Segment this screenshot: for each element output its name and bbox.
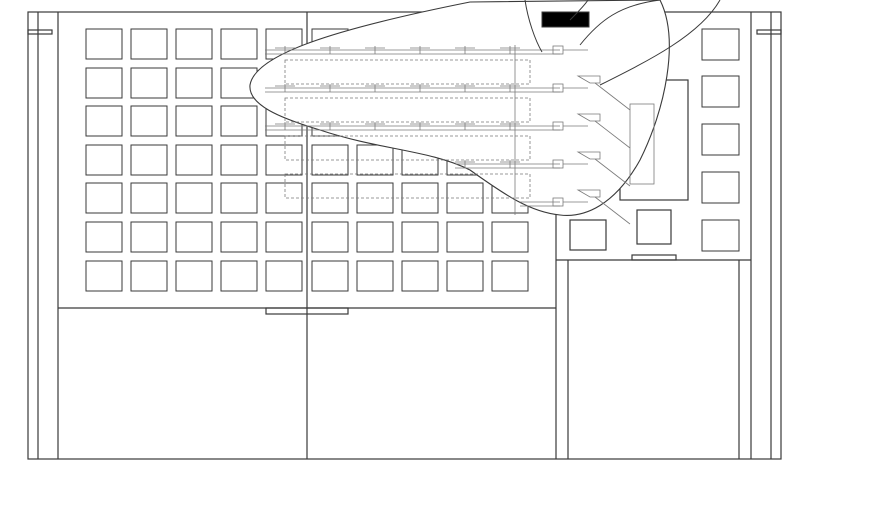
grid-square (130, 67, 168, 99)
grid-square (85, 67, 123, 99)
grid-square (175, 105, 213, 137)
handle (631, 254, 677, 261)
grid-square (130, 260, 168, 292)
grid-square (220, 28, 258, 60)
bracket (576, 189, 601, 198)
grid-square (446, 260, 484, 292)
grid-square (265, 221, 303, 253)
right-pillar-cap (756, 29, 782, 35)
grid-square (265, 260, 303, 292)
right-column-square (701, 219, 740, 252)
grid-square (220, 105, 258, 137)
diagonal-pipe (594, 82, 631, 111)
grid-square (220, 221, 258, 253)
bracket (576, 113, 601, 122)
right-column-square (701, 28, 740, 61)
grid-square (85, 260, 123, 292)
bracket (576, 151, 601, 160)
grid-square (175, 260, 213, 292)
leader-lines (524, 0, 721, 86)
grid-square (130, 105, 168, 137)
grid-square (175, 144, 213, 176)
right-column-square (701, 123, 740, 156)
grid-square (130, 221, 168, 253)
grid-square (130, 182, 168, 214)
diagonal-pipe (594, 158, 631, 187)
grid-square (175, 182, 213, 214)
handle (265, 307, 349, 315)
grid-square (491, 260, 529, 292)
grid-square (220, 182, 258, 214)
grid-square (446, 221, 484, 253)
equipment-box (629, 103, 655, 185)
grid-square (356, 221, 394, 253)
grid-square (175, 67, 213, 99)
grid-square (401, 260, 439, 292)
dashed-zone (284, 59, 531, 85)
right-small-square (636, 209, 672, 245)
leader-line (569, 0, 589, 21)
outer-outline (27, 11, 782, 460)
grid-square (220, 260, 258, 292)
detail-callout-cloud (249, 0, 721, 225)
pipe-detail (265, 45, 655, 225)
leader-line (599, 0, 721, 86)
grid-square (356, 260, 394, 292)
grid-square (311, 221, 349, 253)
grid-square (175, 221, 213, 253)
left-pillar-cap (27, 29, 53, 35)
grid-square (130, 28, 168, 60)
grid-square (85, 28, 123, 60)
grid-square (85, 221, 123, 253)
leader-line (524, 0, 543, 53)
right-small-square (569, 219, 607, 251)
label-box (541, 11, 590, 28)
grid-square (175, 28, 213, 60)
grid-square (220, 144, 258, 176)
dashed-zone (284, 135, 531, 161)
right-column-square (701, 171, 740, 204)
grid-square (401, 221, 439, 253)
grid-square (85, 182, 123, 214)
bracket (576, 75, 601, 84)
right-column-square (701, 75, 740, 108)
dashed-zone (284, 97, 531, 123)
grid-square (130, 144, 168, 176)
grid-square (85, 144, 123, 176)
dashed-zone (284, 173, 531, 199)
leader-line (579, 0, 661, 46)
diagonal-pipe (594, 120, 631, 149)
grid-square (85, 105, 123, 137)
grid-square (311, 260, 349, 292)
diagonal-pipe (594, 196, 631, 225)
grid-square (491, 221, 529, 253)
